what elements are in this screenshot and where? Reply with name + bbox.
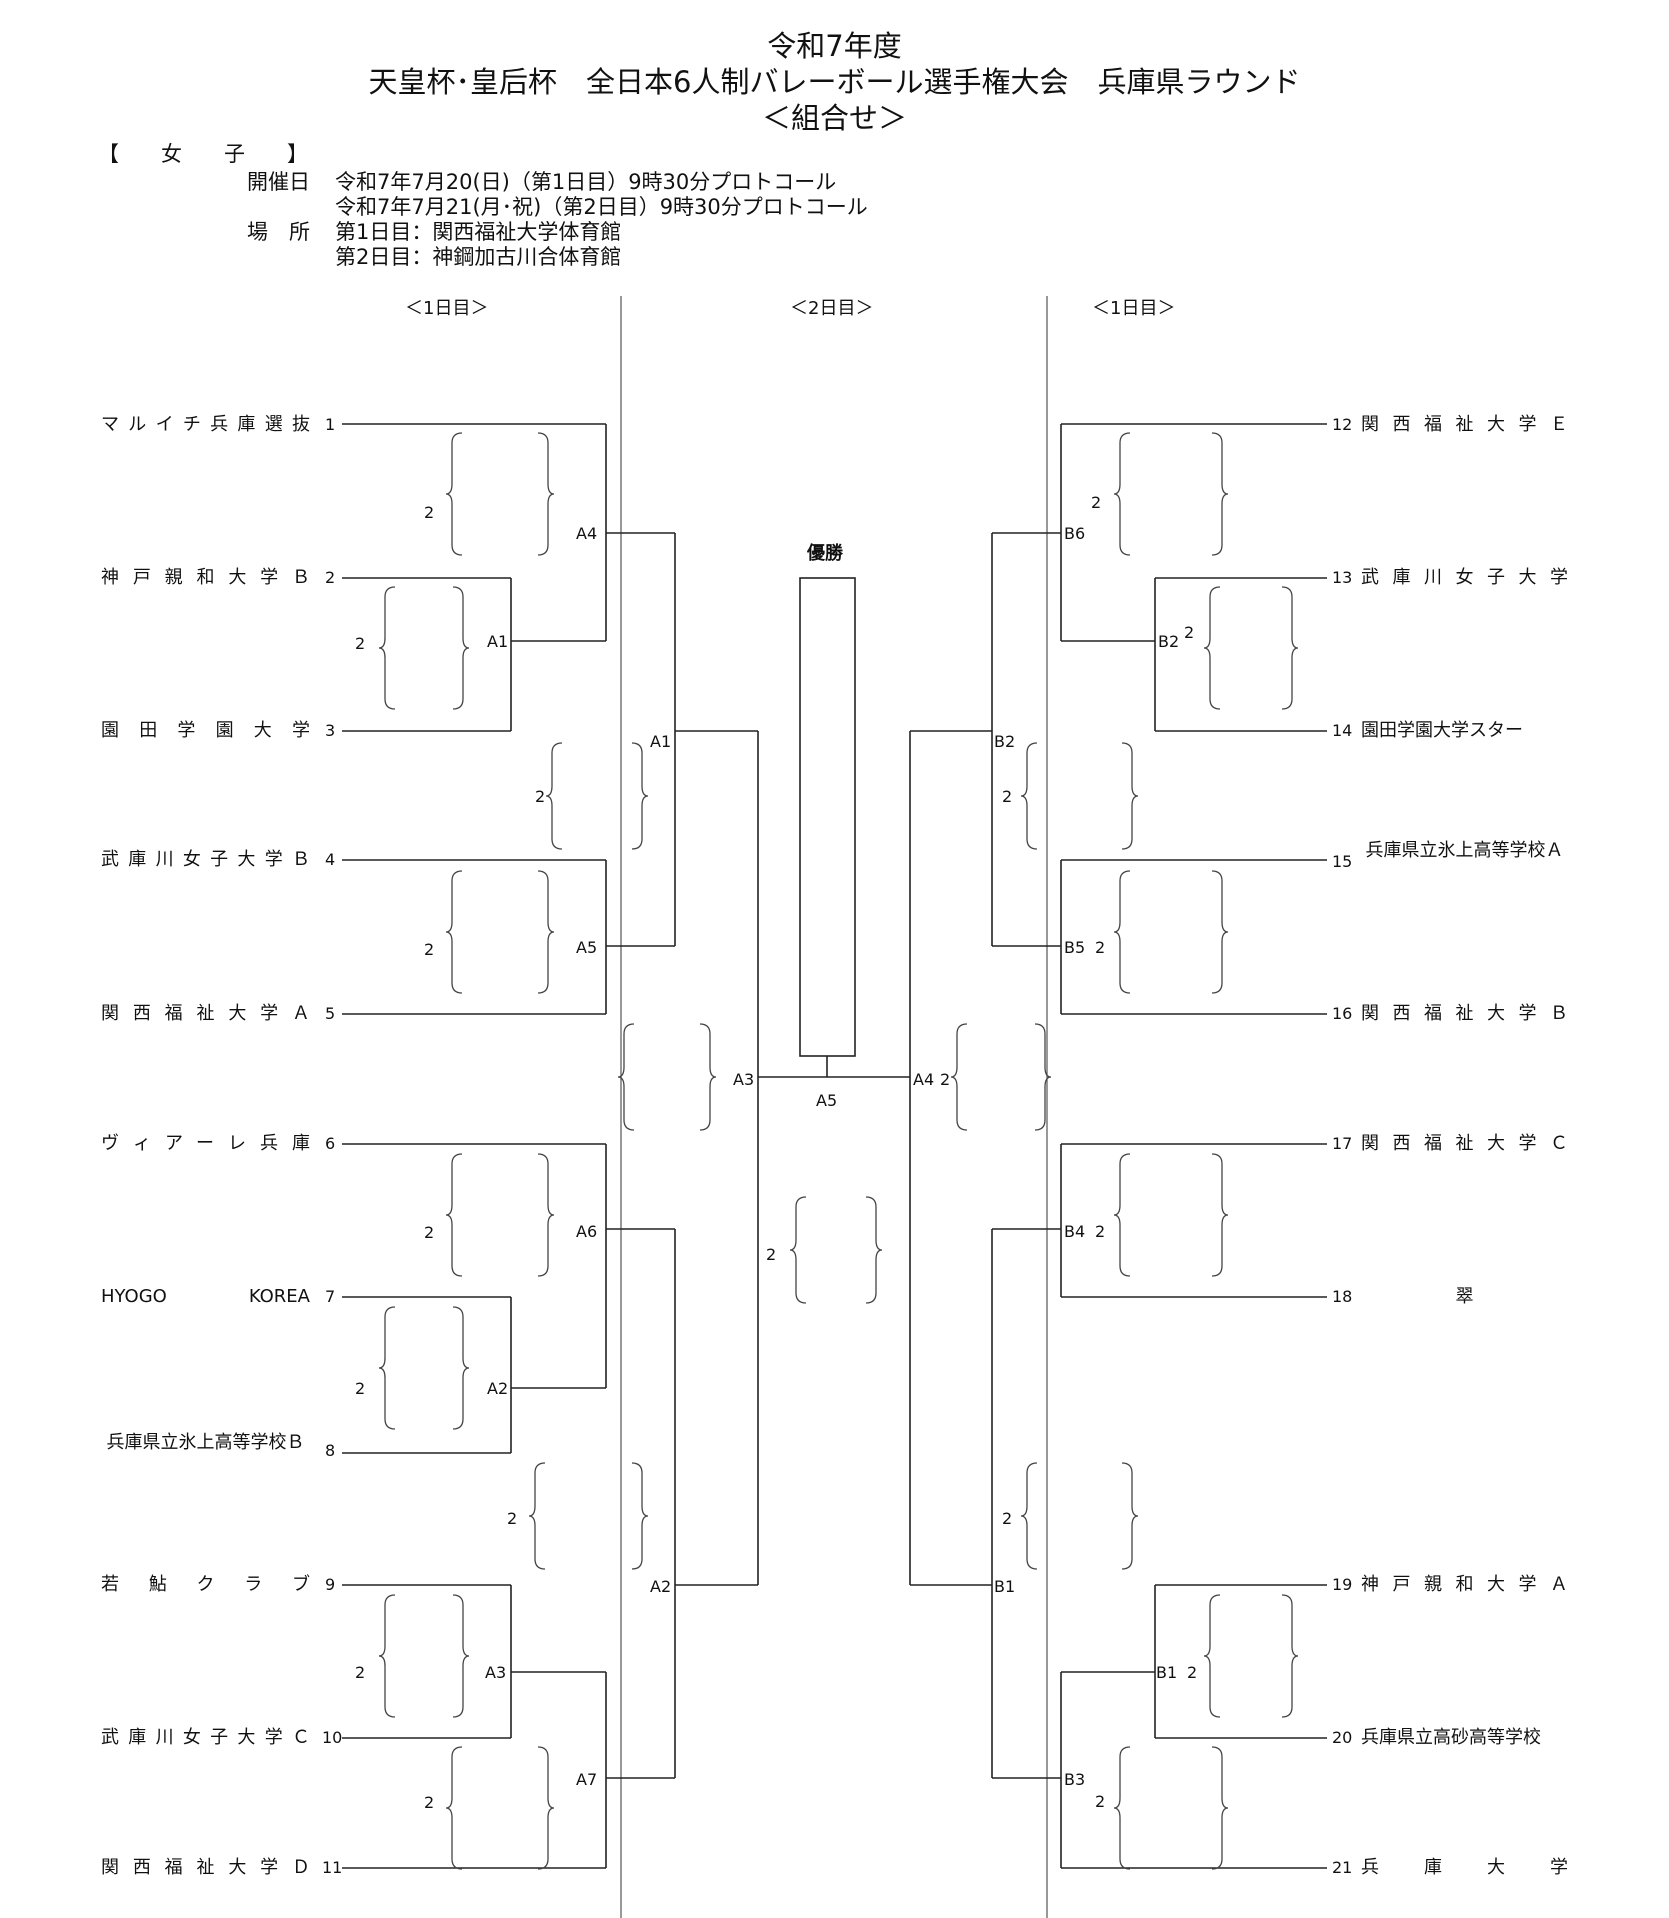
match-label: A1 bbox=[650, 732, 672, 751]
set-count: 2 bbox=[1095, 1222, 1106, 1241]
team-seed: 19 bbox=[1332, 1575, 1353, 1594]
date-day1: 令和7年7月20(日)（第1日目）9時30分プロトコール bbox=[335, 170, 837, 194]
team-seed: 5 bbox=[325, 1004, 336, 1023]
team-seed: 4 bbox=[325, 850, 336, 869]
team-seed: 10 bbox=[322, 1728, 343, 1747]
set-count: 2 bbox=[355, 1379, 366, 1398]
set-count: 2 bbox=[507, 1509, 518, 1528]
champion-label: 優勝 bbox=[807, 543, 843, 564]
match-label: A6 bbox=[576, 1222, 598, 1241]
set-count: 2 bbox=[1091, 493, 1102, 512]
team-name: 兵庫県立氷上高等学校Ａ bbox=[1365, 840, 1564, 861]
team-seed: 16 bbox=[1332, 1004, 1353, 1023]
set-count: 2 bbox=[424, 1793, 435, 1812]
title-year: 令和7年度 bbox=[767, 29, 902, 63]
team-seed: 9 bbox=[325, 1575, 336, 1594]
match-label: A3 bbox=[485, 1663, 507, 1682]
team-seed: 3 bbox=[325, 721, 336, 740]
team-seed: 20 bbox=[1332, 1728, 1353, 1747]
match-label: A2 bbox=[650, 1577, 672, 1596]
title-tournament: 天皇杯･皇后杯 全日本6人制バレーボール選手権大会 兵庫県ラウンド bbox=[368, 65, 1301, 99]
match-label: B3 bbox=[1064, 1770, 1086, 1789]
team-name: 武庫川女子大学 bbox=[1361, 567, 1568, 588]
team-name: 神戸親和大学Ａ bbox=[1361, 1574, 1568, 1595]
team-name: 翠 bbox=[1455, 1286, 1474, 1307]
set-count: 2 bbox=[355, 1663, 366, 1682]
team-name: 兵庫大学 bbox=[1361, 1857, 1568, 1878]
team-name: マルイチ兵庫選抜 bbox=[101, 414, 310, 435]
team-name: HYOGO KOREA bbox=[101, 1286, 310, 1307]
match-label: A1 bbox=[487, 632, 509, 651]
day-label-center: ＜2日目＞ bbox=[790, 298, 874, 319]
team-seed: 17 bbox=[1332, 1134, 1353, 1153]
team-seed: 13 bbox=[1332, 568, 1353, 587]
set-count: 2 bbox=[1095, 938, 1106, 957]
team-name: 神戸親和大学Ｂ bbox=[101, 567, 310, 588]
set-count: 2 bbox=[1002, 787, 1013, 806]
match-label: A3 bbox=[733, 1070, 755, 1089]
set-count: 2 bbox=[424, 940, 435, 959]
team-seed: 18 bbox=[1332, 1287, 1353, 1306]
set-count: 2 bbox=[1187, 1663, 1198, 1682]
set-count: 2 bbox=[535, 787, 546, 806]
team-name: 園田学園大学 bbox=[101, 720, 310, 741]
venue-day1: 第1日目：関西福祉大学体育館 bbox=[335, 220, 622, 244]
team-name: 若鮎クラブ bbox=[101, 1574, 310, 1595]
team-name: 武庫川女子大学Ｃ bbox=[101, 1727, 310, 1748]
team-seed: 8 bbox=[325, 1441, 336, 1460]
match-label: B5 bbox=[1064, 938, 1086, 957]
match-label: A2 bbox=[487, 1379, 509, 1398]
team-seed: 2 bbox=[325, 568, 336, 587]
match-label-final: A5 bbox=[816, 1091, 838, 1110]
date-label: 開催日 bbox=[247, 170, 310, 194]
set-count: 2 bbox=[1095, 1792, 1106, 1811]
set-count: 2 bbox=[766, 1245, 777, 1264]
set-count: 2 bbox=[424, 503, 435, 522]
team-name: 関西福祉大学Ｄ bbox=[101, 1857, 310, 1878]
set-count: 2 bbox=[940, 1070, 951, 1089]
match-label: B4 bbox=[1064, 1222, 1086, 1241]
match-label: B6 bbox=[1064, 524, 1086, 543]
venue-day2: 第2日目：神鋼加古川合体育館 bbox=[335, 245, 622, 269]
match-label: B2 bbox=[1158, 632, 1180, 651]
team-seed: 12 bbox=[1332, 415, 1353, 434]
set-count: 2 bbox=[1184, 623, 1195, 642]
team-name: 兵庫県立高砂高等学校 bbox=[1361, 1727, 1541, 1748]
team-name: ヴィアーレ兵庫 bbox=[101, 1133, 310, 1154]
team-seed: 7 bbox=[325, 1287, 336, 1306]
team-seed: 6 bbox=[325, 1134, 336, 1153]
match-label: A7 bbox=[576, 1770, 598, 1789]
category-label: 【 女 子 】 bbox=[98, 142, 308, 166]
match-label: B1 bbox=[994, 1577, 1016, 1596]
match-label: A4 bbox=[913, 1070, 935, 1089]
match-label: A4 bbox=[576, 524, 598, 543]
team-name: 関西福祉大学Ｃ bbox=[1361, 1133, 1568, 1154]
title-bracket: ＜組合せ＞ bbox=[761, 101, 907, 135]
team-seed: 21 bbox=[1332, 1858, 1353, 1877]
venue-label: 場 所 bbox=[247, 220, 310, 244]
set-count: 2 bbox=[355, 634, 366, 653]
match-label: A5 bbox=[576, 938, 598, 957]
team-name: 兵庫県立氷上高等学校Ｂ bbox=[106, 1432, 305, 1453]
team-name: 関西福祉大学Ｅ bbox=[1361, 414, 1568, 435]
day-label-right: ＜1日目＞ bbox=[1092, 298, 1176, 319]
team-name: 園田学園大学スター bbox=[1361, 720, 1523, 741]
team-name: 関西福祉大学Ａ bbox=[101, 1003, 310, 1024]
team-seed: 15 bbox=[1332, 852, 1353, 871]
match-label: B1 bbox=[1156, 1663, 1178, 1682]
day-label-left: ＜1日目＞ bbox=[405, 298, 489, 319]
set-count: 2 bbox=[1002, 1509, 1013, 1528]
team-name: 関西福祉大学Ｂ bbox=[1361, 1003, 1568, 1024]
team-name: 武庫川女子大学Ｂ bbox=[101, 849, 310, 870]
team-seed: 1 bbox=[325, 415, 336, 434]
match-label: B2 bbox=[994, 732, 1016, 751]
date-day2: 令和7年7月21(月･祝)（第2日目）9時30分プロトコール bbox=[335, 195, 868, 219]
team-seed: 11 bbox=[322, 1858, 343, 1877]
set-count: 2 bbox=[424, 1223, 435, 1242]
team-seed: 14 bbox=[1332, 721, 1353, 740]
